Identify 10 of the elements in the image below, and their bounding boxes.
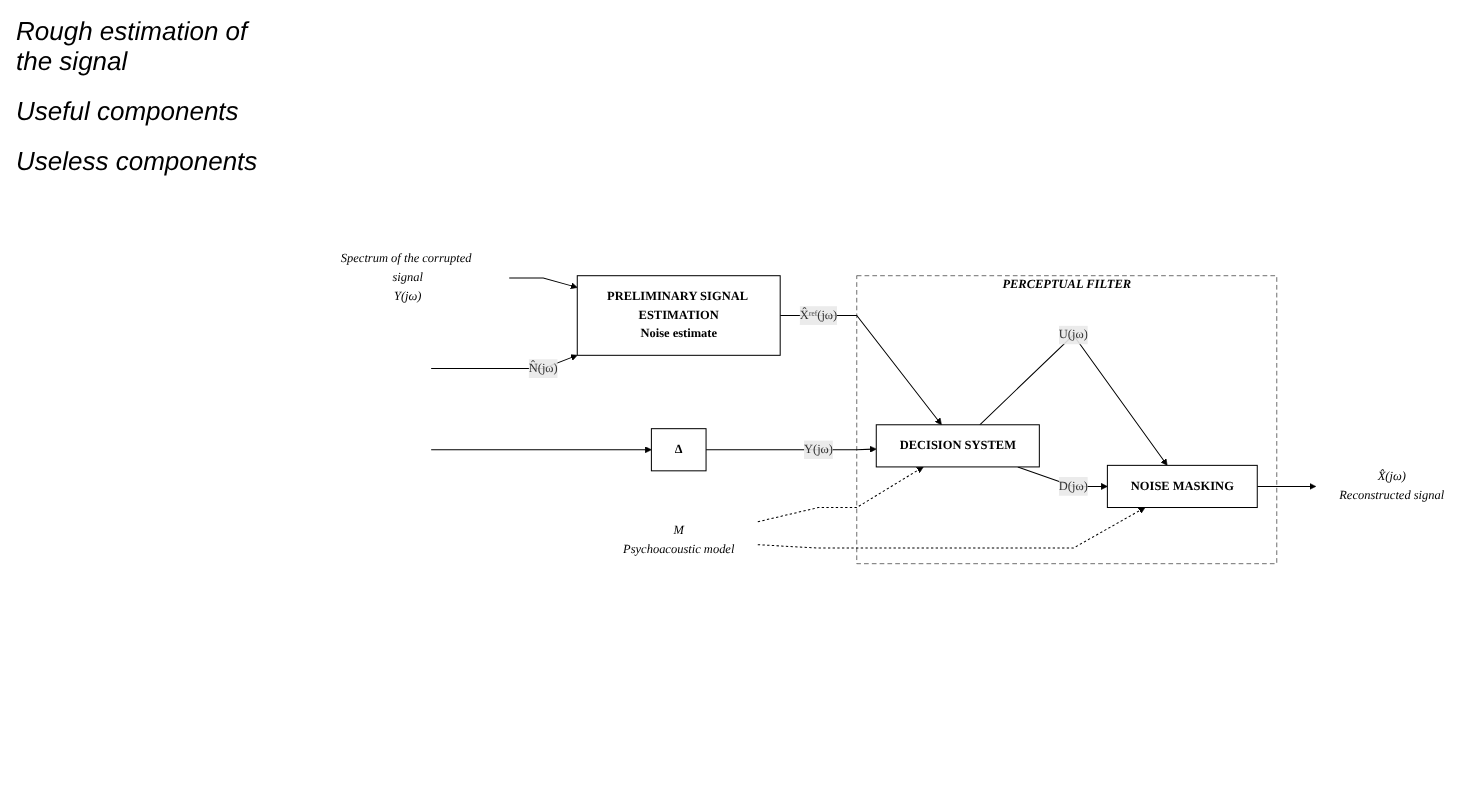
arrow [508,277,578,289]
arrow [757,466,924,522]
arrow [430,353,578,369]
arrow [779,314,942,425]
note-text: Useful components [16,96,241,126]
note-text: Useless components [16,146,260,176]
arrow [757,506,1146,549]
note-text: Rough estimation of the signal [16,16,252,76]
arrow [1256,482,1317,490]
arrow [430,445,652,453]
